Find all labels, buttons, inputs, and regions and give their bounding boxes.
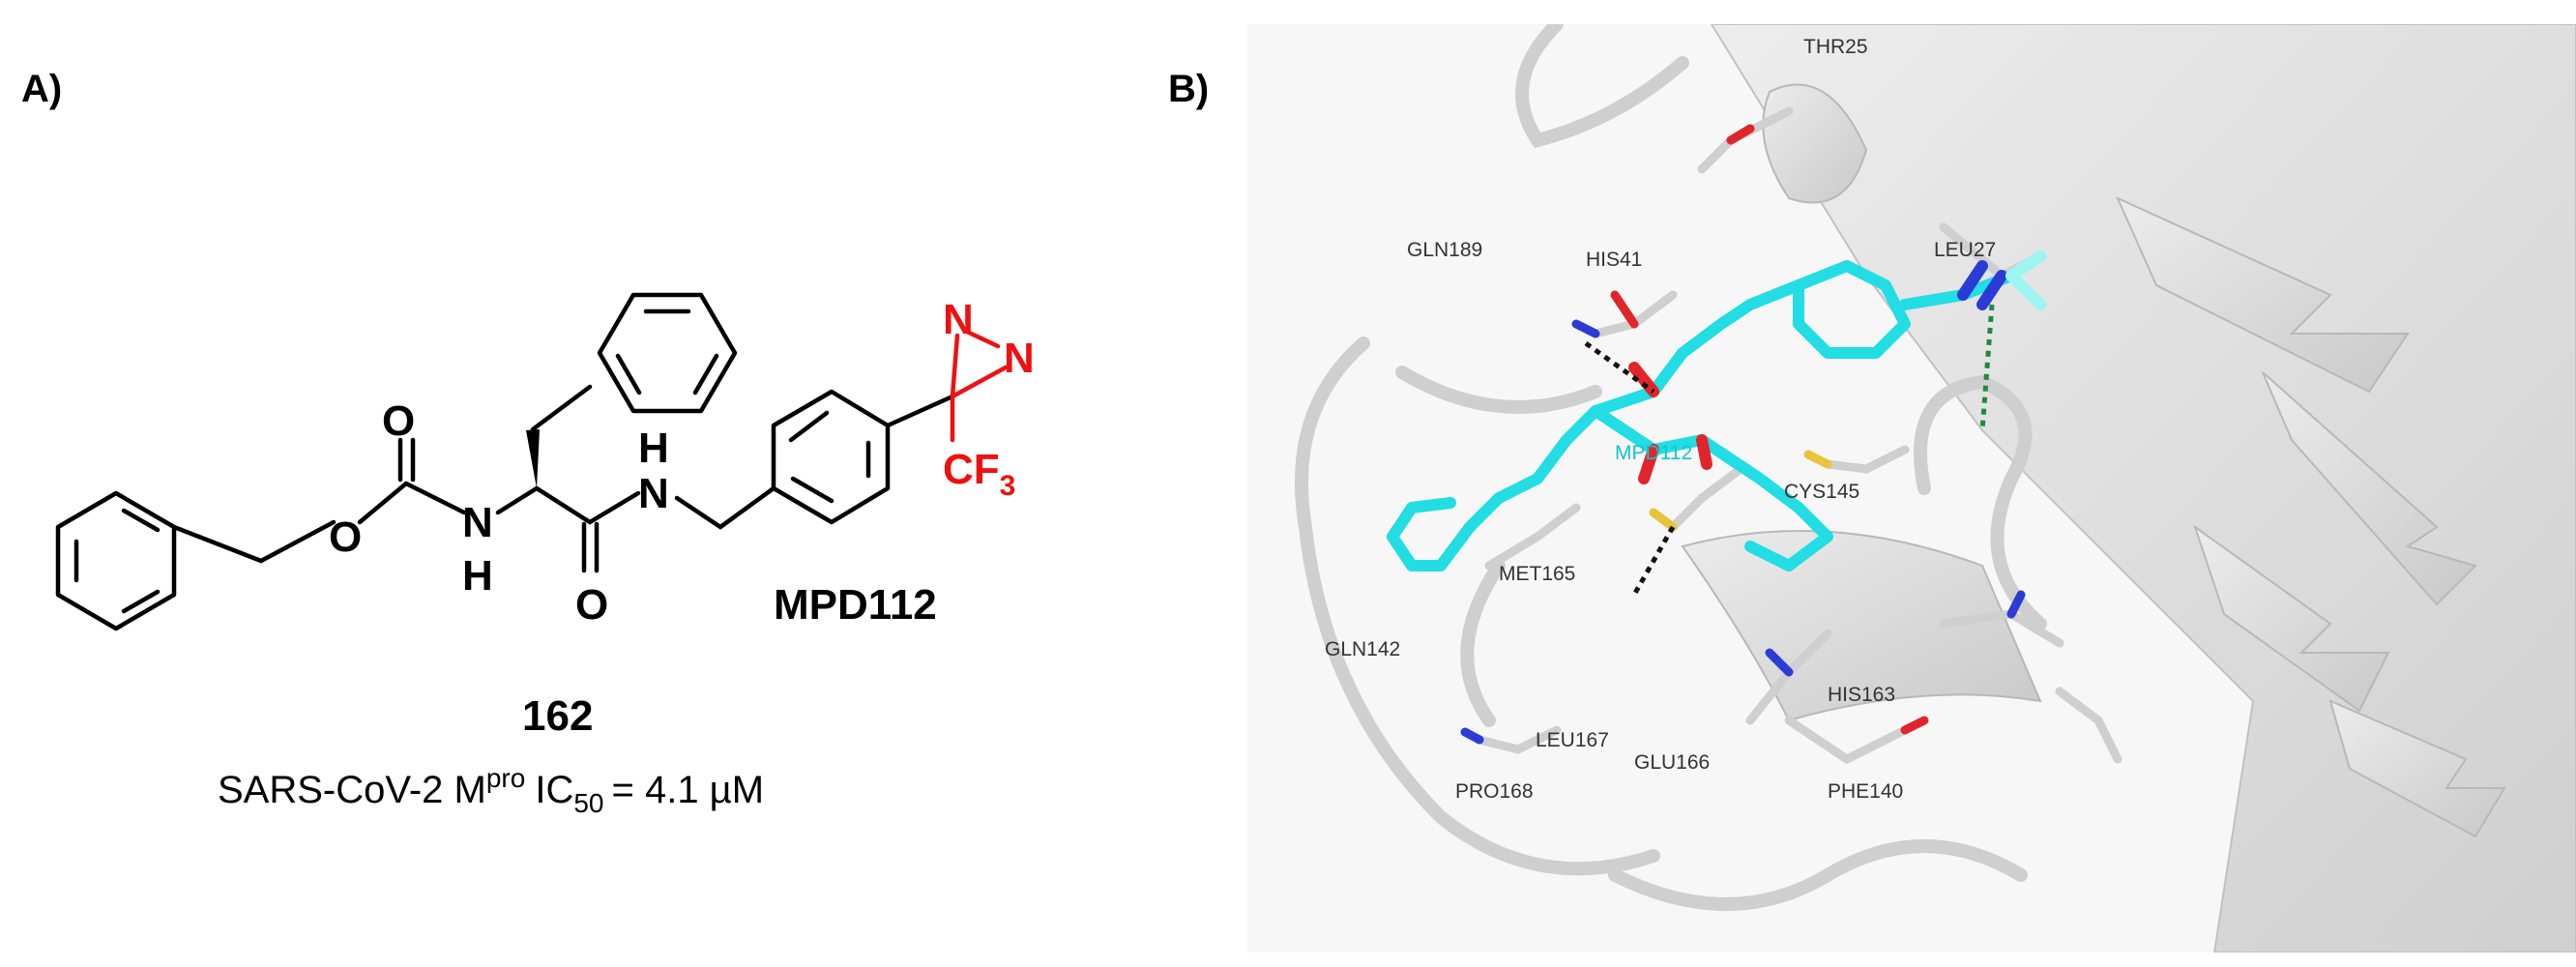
diazirine-nitrogen-1: N [943,296,974,343]
phenyl-ring [597,292,738,414]
trifluoromethyl-group: CF3 [943,446,1015,502]
amide-nitrogen: N [638,470,669,517]
diazirine-bonds [950,329,1009,443]
label-cys145: CYS145 [1784,481,1859,503]
diazirine-nitrogen-2: N [1004,335,1035,382]
label-gln142: GLN142 [1325,638,1400,660]
ligand-heteroatoms [1628,250,2046,484]
structure-bonds [55,292,955,631]
contact-lines [1584,304,1995,597]
carbamate-nitrogen: N [462,499,493,546]
ester-oxygen: O [329,513,362,561]
protein-binding-pocket-render: THR25 GLN189 HIS41 LEU27 MPD112 CYS145 M… [1247,24,2576,952]
label-met165: MET165 [1499,563,1575,585]
carbamate-nh-hydrogen: H [462,552,493,600]
label-leu167: LEU167 [1536,729,1609,751]
carbonyl-oxygen-1: O [382,397,415,445]
label-his41: HIS41 [1586,249,1642,271]
carbonyl-oxygen-2: O [575,581,608,629]
protein-loops [1295,24,2047,911]
label-phe140: PHE140 [1828,780,1903,803]
amide-nh-hydrogen: H [638,425,669,472]
label-his163: HIS163 [1828,684,1895,706]
probe-name: MPD112 [774,581,937,629]
label-gln189: GLN189 [1407,239,1482,261]
compound-number: 162 [522,692,593,740]
label-thr25: THR25 [1803,36,1868,58]
panel-b-label: B) [1168,68,1210,110]
chemical-structure-diagram: O O N H H N O N N CF3 MPD112 162 SARS-Co… [55,292,1035,818]
panel-a-label: A) [21,68,63,110]
label-leu27: LEU27 [1934,239,1996,261]
label-mpd112: MPD112 [1615,442,1692,464]
heteroatom-sticks [1460,124,2026,745]
label-glu166: GLU166 [1634,751,1710,774]
protein-cartoon [1681,24,2576,952]
label-pro168: PRO168 [1455,780,1534,803]
